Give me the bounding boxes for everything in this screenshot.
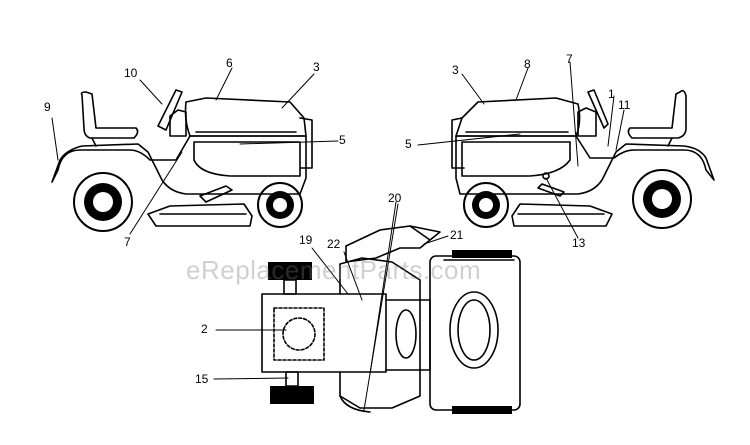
leader-lines	[51, 61, 625, 411]
callout-8: 8	[524, 57, 531, 71]
top-view-tractor	[261, 225, 521, 414]
callout-6: 6	[226, 56, 233, 70]
right-tractor	[451, 89, 715, 229]
callout-19: 19	[299, 233, 313, 247]
callout-3-right: 3	[452, 63, 459, 77]
callout-22: 22	[327, 237, 341, 251]
left-tractor	[51, 89, 313, 232]
callout-21: 21	[450, 228, 464, 242]
callout-10: 10	[124, 66, 138, 80]
callout-1: 1	[608, 87, 615, 101]
callout-13: 13	[572, 236, 586, 250]
callout-9: 9	[44, 100, 51, 114]
callout-5-left: 5	[339, 133, 346, 147]
callout-7-left: 7	[124, 235, 131, 249]
watermark: eReplacementParts.com	[186, 255, 482, 285]
callout-3-left: 3	[313, 60, 320, 74]
callout-11: 11	[618, 98, 631, 112]
callout-7-right: 7	[566, 52, 573, 66]
callout-2: 2	[201, 322, 208, 336]
callout-15: 15	[195, 372, 209, 386]
callout-20: 20	[388, 191, 402, 205]
callout-5-right: 5	[405, 137, 412, 151]
